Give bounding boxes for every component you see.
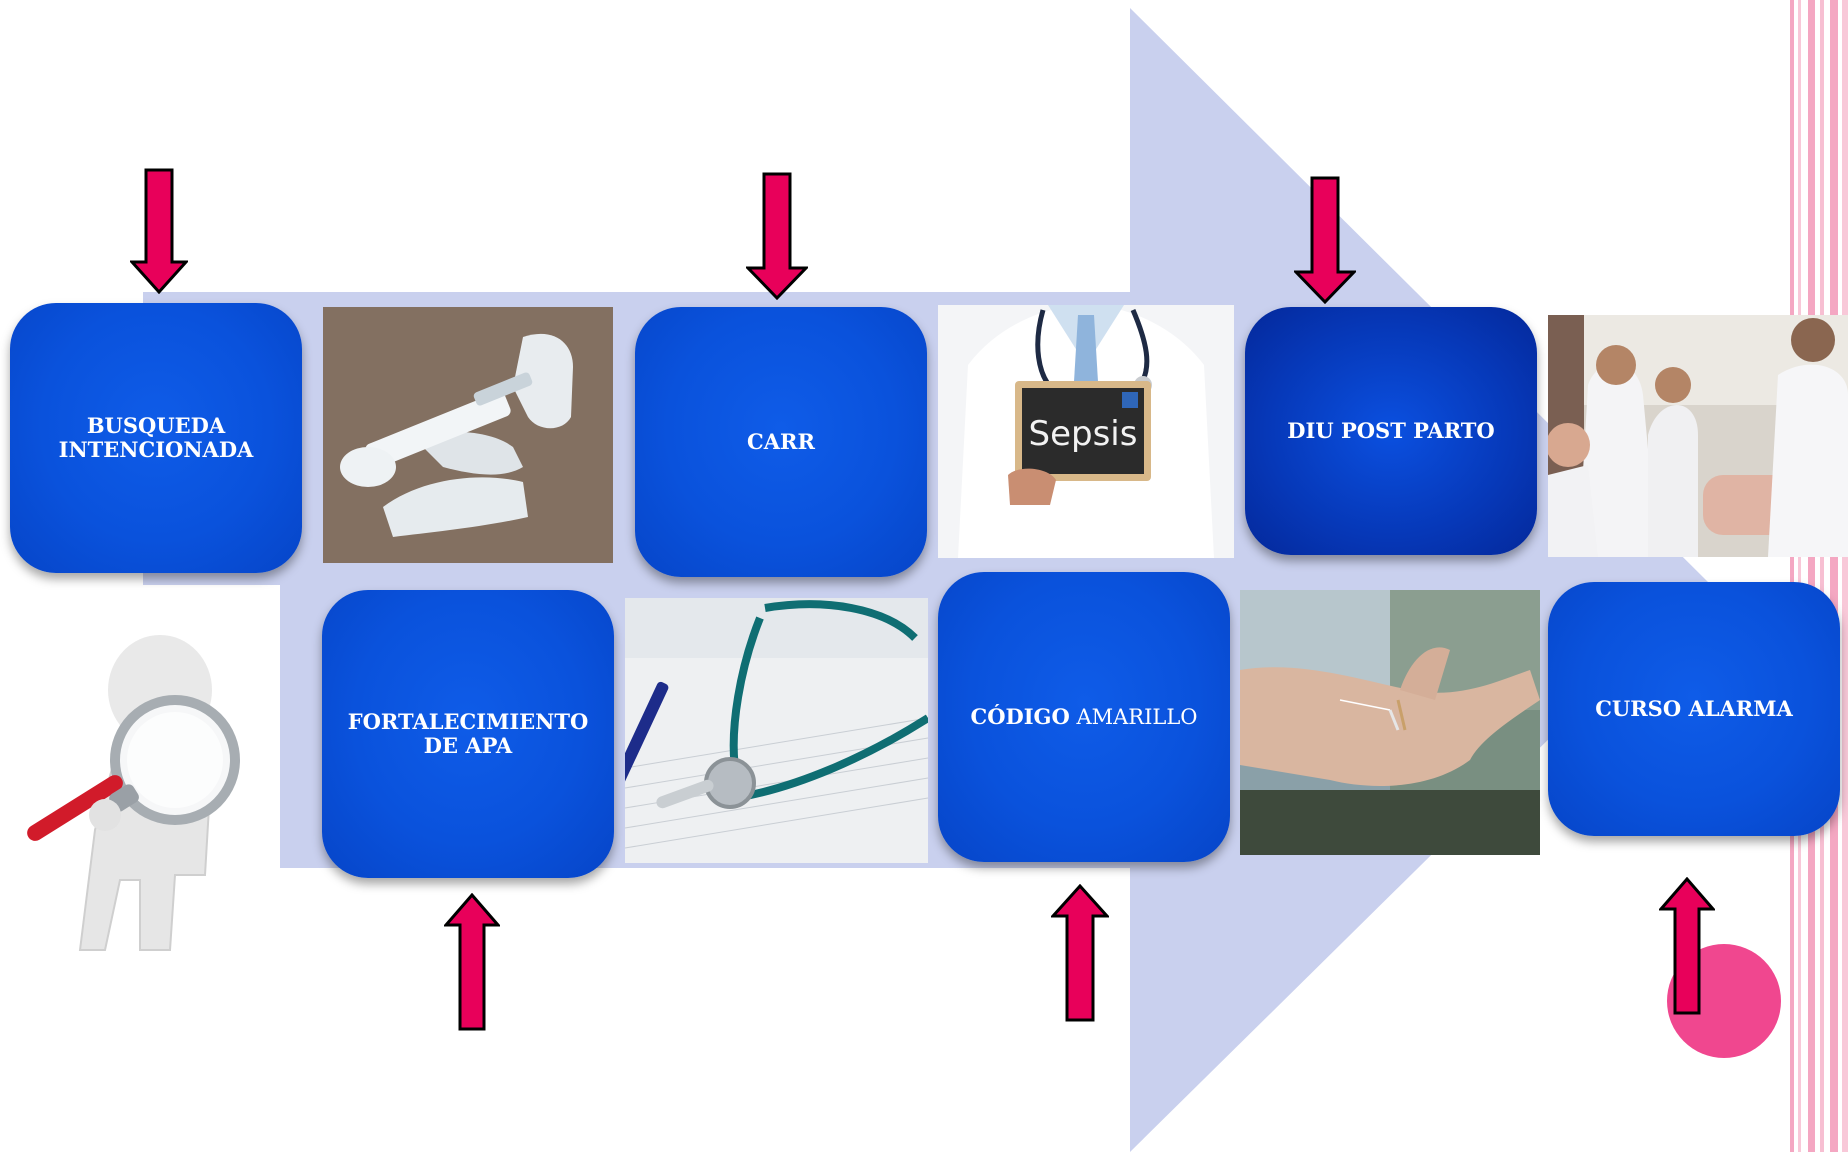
photo-training-group: [1548, 315, 1848, 557]
box-busqueda-intencionada: BUSQUEDA INTENCIONADA: [10, 303, 302, 573]
up-arrow-icon: [444, 893, 500, 1031]
box-busqueda-line2: INTENCIONADA: [58, 437, 254, 462]
box-codigo-normal: AMARILLO: [1069, 705, 1198, 729]
process-chevron-arrow: [143, 8, 1708, 1152]
photo-doctor-sepsis: Sepsis: [938, 305, 1234, 558]
up-arrow-icon: [1659, 877, 1715, 1015]
box-busqueda-line1: BUSQUEDA: [86, 413, 226, 438]
box-fortalecimiento-line2: DE APA: [423, 733, 513, 758]
right-decor-stripes: [1790, 0, 1848, 1152]
box-carr-label: CARR: [747, 429, 815, 454]
up-arrow-icon: [1051, 884, 1109, 1022]
photo-hand-iud: [1240, 590, 1540, 855]
down-arrow-icon: [1294, 176, 1356, 304]
sepsis-sign-text: Sepsis: [1029, 414, 1138, 454]
down-arrow-icon: [130, 168, 188, 294]
photo-stethoscope-docs: [625, 598, 928, 863]
box-codigo-amarillo: CÓDIGO AMARILLO: [938, 572, 1230, 862]
box-carr: CARR: [635, 307, 927, 577]
box-curso-label: CURSO ALARMA: [1595, 696, 1793, 721]
box-fortalecimiento-line1: FORTALECIMIENTO: [347, 709, 589, 734]
box-diu-post-parto: DIU POST PARTO: [1245, 307, 1537, 555]
photo-syringe-gloves: [323, 307, 613, 563]
down-arrow-icon: [746, 172, 808, 300]
box-diu-label: DIU POST PARTO: [1287, 418, 1495, 443]
box-fortalecimiento-apa: FORTALECIMIENTO DE APA: [322, 590, 614, 878]
magnifier-figure-icon: [10, 630, 240, 960]
box-codigo-bold: CÓDIGO: [970, 704, 1070, 729]
box-curso-alarma: CURSO ALARMA: [1548, 582, 1840, 836]
